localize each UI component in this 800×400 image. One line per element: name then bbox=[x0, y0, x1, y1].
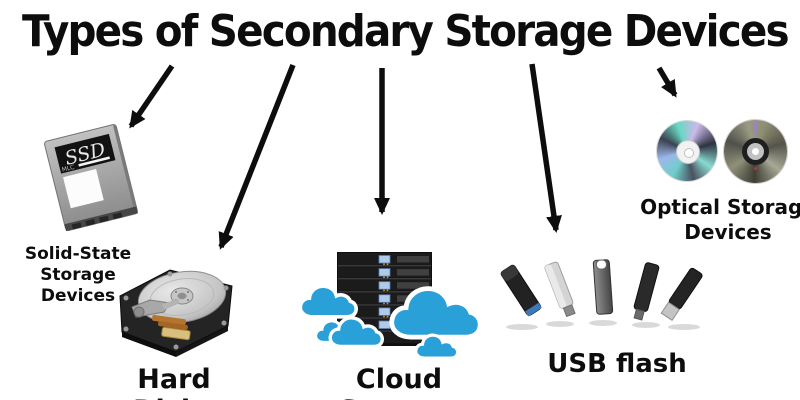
usb-drive-5 bbox=[660, 267, 703, 322]
label-line: Solid-State Storage bbox=[24, 244, 132, 285]
dvd-red-dot bbox=[754, 167, 757, 170]
label-usb-flash: USB flash bbox=[547, 349, 687, 379]
ssd-chip-subtext: MLC bbox=[61, 164, 75, 174]
optical-discs-icon bbox=[657, 121, 717, 181]
usb-drive-1 bbox=[500, 264, 542, 317]
dvd-hub bbox=[747, 143, 764, 160]
cd-hub bbox=[676, 140, 700, 164]
label-optical-storage: Optical Storage Devices bbox=[640, 195, 800, 245]
dvd-hole bbox=[752, 148, 759, 155]
label-line: Optical Storage bbox=[640, 195, 800, 219]
label-line: Devices bbox=[684, 220, 772, 244]
arrow-to-hard-disks-icon bbox=[218, 63, 296, 250]
dvd-disc-icon bbox=[724, 120, 787, 183]
usb-drive-2 bbox=[544, 261, 576, 318]
ssd-drive-icon: SSD MLC bbox=[44, 124, 138, 232]
label-hard-disks: Hard Disks bbox=[133, 364, 215, 400]
arrow-to-ssd-icon bbox=[128, 64, 175, 129]
cd-hole bbox=[684, 148, 694, 158]
usb-flash-drives-icon bbox=[500, 259, 703, 330]
usb-drive-4 bbox=[633, 262, 660, 321]
label-cloud-storage: Cloud Storage bbox=[339, 364, 459, 400]
arrow-to-optical-icon bbox=[656, 66, 678, 98]
cloud-server-icon bbox=[298, 252, 483, 360]
hard-disk-icon bbox=[119, 269, 233, 357]
dvd-hub-ring bbox=[742, 138, 769, 165]
label-solid-state-storage: Solid-State Storage Devices bbox=[0, 244, 156, 307]
label-line: Devices bbox=[40, 286, 116, 306]
page-title: Types of Secondary Storage Devices bbox=[22, 6, 790, 57]
usb-drive-3 bbox=[592, 259, 614, 315]
arrow-to-usb-flash-icon bbox=[529, 63, 562, 233]
